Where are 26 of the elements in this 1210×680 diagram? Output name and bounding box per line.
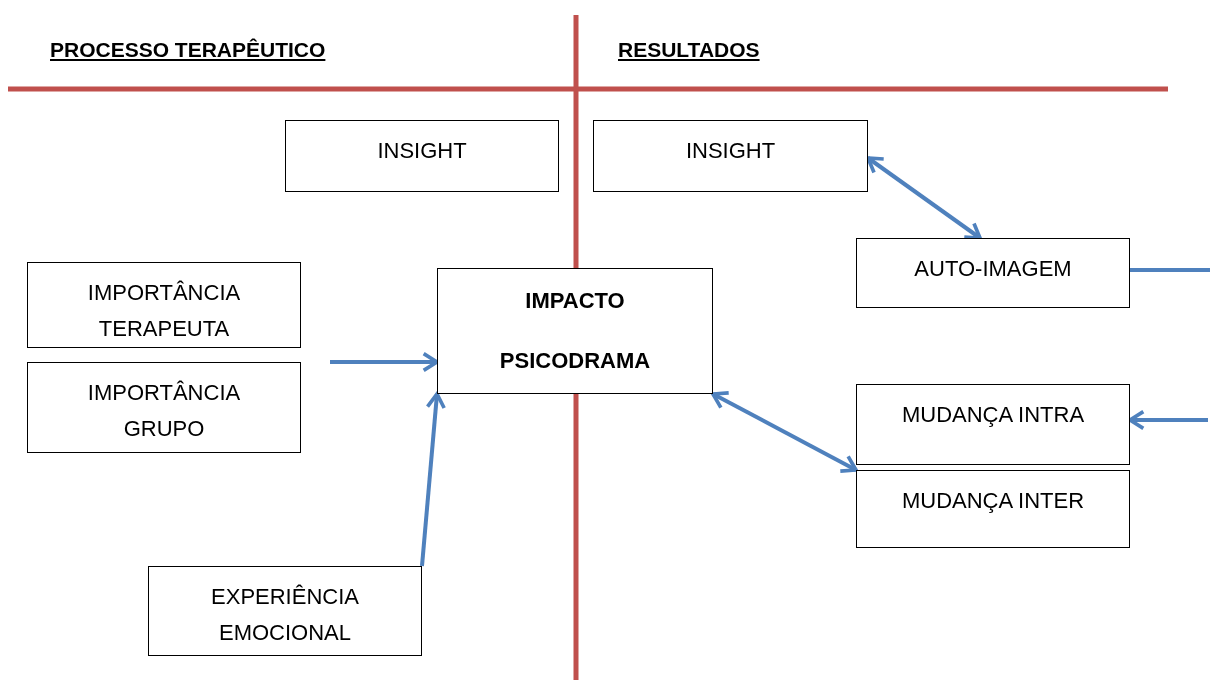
box-label: MUDANÇA INTRA — [900, 401, 1086, 429]
arrow — [330, 351, 439, 373]
text-box — [437, 268, 713, 394]
box-label: INSIGHT — [684, 137, 777, 165]
text-box — [27, 262, 301, 348]
box-label: IMPORTÂNCIA GRUPO — [86, 379, 242, 443]
box-label: EXPERIÊNCIA EMOCIONAL — [210, 583, 360, 647]
box-label: PSICODRAMA — [498, 347, 652, 375]
arrow — [711, 391, 858, 473]
box-label: IMPORTÂNCIA TERAPEUTA — [86, 279, 242, 343]
column-heading: RESULTADOS — [618, 37, 760, 63]
arrow — [420, 392, 446, 567]
arrow — [866, 156, 982, 240]
box-label: INSIGHT — [376, 137, 468, 165]
text-box — [593, 120, 868, 192]
text-box — [856, 384, 1130, 465]
box-label: AUTO-IMAGEM — [913, 255, 1073, 283]
text-box — [148, 566, 422, 656]
text-box — [856, 470, 1130, 548]
text-box — [285, 120, 559, 192]
column-heading: PROCESSO TERAPÊUTICO — [50, 37, 326, 63]
box-label: MUDANÇA INTER — [900, 487, 1086, 515]
box-label: IMPACTO — [524, 287, 626, 315]
arrow — [1128, 409, 1208, 431]
text-box — [27, 362, 301, 453]
text-box — [856, 238, 1130, 308]
